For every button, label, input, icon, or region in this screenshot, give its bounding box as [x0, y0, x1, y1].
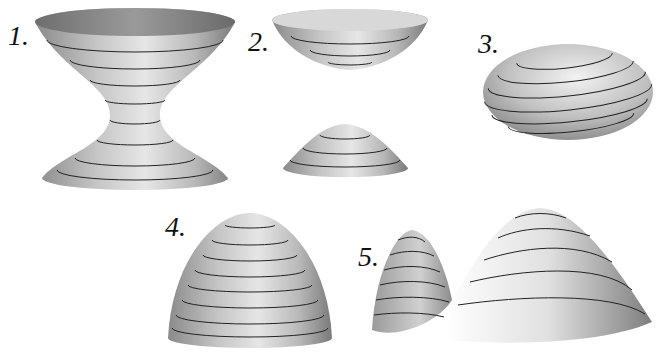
figure-number: 3.	[478, 28, 499, 60]
figure-number: 5.	[358, 241, 379, 273]
hyperbolic-paraboloid	[372, 208, 652, 343]
ellipsoid	[481, 44, 656, 141]
elliptic-paraboloid	[168, 213, 332, 348]
hyperboloid-two-sheets	[272, 9, 428, 177]
figure-number: 2.	[248, 26, 269, 58]
figure-number: 1.	[8, 20, 29, 52]
figure-number: 4.	[165, 211, 186, 243]
hyperboloid-one-sheet	[35, 8, 235, 190]
